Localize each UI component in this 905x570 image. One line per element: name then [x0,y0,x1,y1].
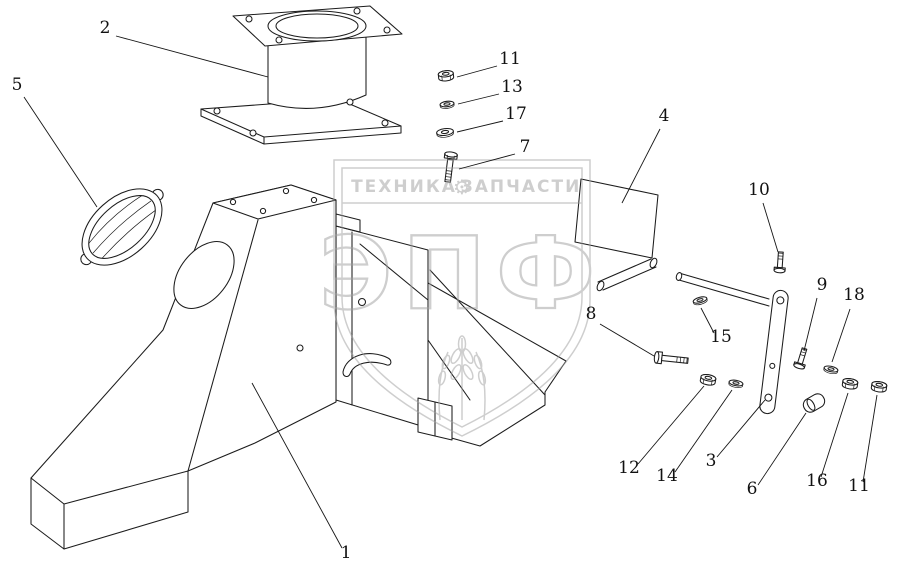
bolt-part-10 [773,251,787,274]
link-rod [675,272,770,307]
nut-part-16 [841,377,859,391]
callout-7: 7 [520,137,531,157]
watermark-brand-right: ЗАПЧАСТИ [461,177,582,197]
washer-part-17 [435,127,455,139]
gear-icon: ⚙ [453,175,471,199]
callout-4: 4 [659,106,670,126]
nut-part-11-bottom [870,380,888,394]
washer-part-13 [439,99,456,110]
watermark-logo: ТЕХНИКА ⚙ ЗАПЧАСТИ ЭПФ [318,159,605,437]
leader-lines [23,35,878,549]
bolt-part-9 [792,346,811,371]
wheat-decoration [437,335,487,421]
callout-18: 18 [843,285,865,305]
callout-14: 14 [656,466,678,486]
watermark-monogram: ЭПФ [319,215,605,332]
callout-11-top: 11 [499,49,521,69]
watermark-brand-left: ТЕХНИКА [351,177,457,197]
washer-part-14 [727,378,744,390]
callout-12: 12 [618,458,640,478]
washer-part-18 [822,364,839,376]
nut-part-12 [699,372,717,387]
flanged-cylinder-part-2 [200,5,403,145]
callout-16: 16 [806,471,828,491]
cap-part-6 [800,390,828,416]
callout-9: 9 [817,275,828,295]
callout-10: 10 [748,180,770,200]
plate-part-4 [574,178,659,292]
callout-1: 1 [341,543,352,563]
callout-13: 13 [501,77,523,97]
callout-numbers: 2 5 11 13 17 7 4 10 8 15 9 18 12 14 3 6 … [12,18,870,563]
callout-6: 6 [747,479,758,499]
callout-15: 15 [710,327,732,347]
callout-8: 8 [586,304,597,324]
callout-5: 5 [12,75,23,95]
bolt-part-8 [653,350,690,367]
callout-2: 2 [100,18,111,38]
nut-part-11-top [437,69,455,83]
strap-part-3 [759,289,789,415]
callout-17: 17 [505,104,527,124]
washer-part-15 [692,295,709,307]
oval-cover-part-5 [80,188,164,266]
callout-11-bottom: 11 [848,476,870,496]
callout-3: 3 [706,451,717,471]
